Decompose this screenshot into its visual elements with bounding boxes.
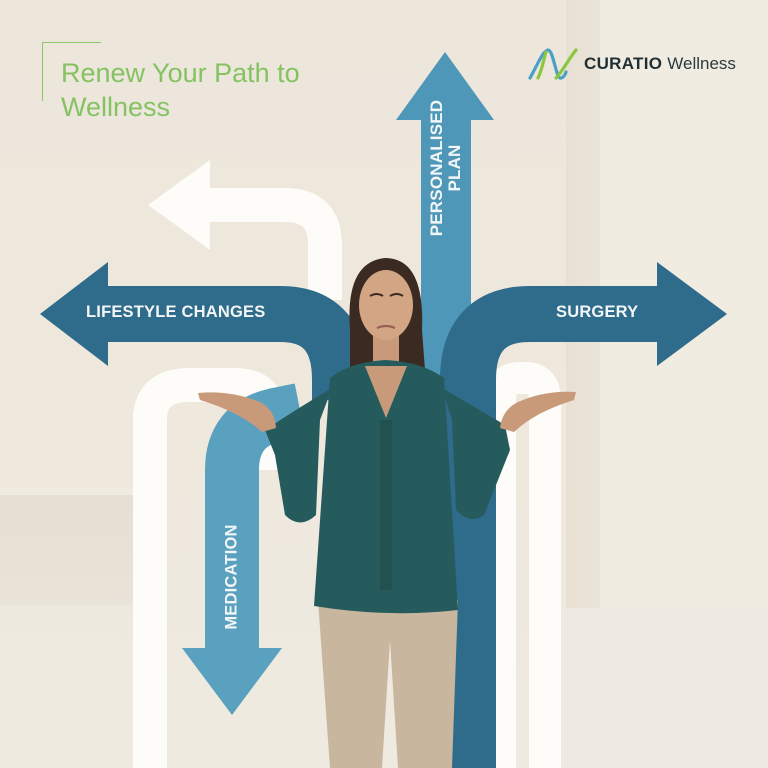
surgery-arrow-icon xyxy=(440,262,727,768)
lifestyle-changes-label: LIFESTYLE CHANGES xyxy=(86,303,266,321)
page-title: Renew Your Path to Wellness xyxy=(61,56,361,124)
background-floor xyxy=(560,608,768,768)
personalised-plan-line-1: PERSONALISED xyxy=(427,99,446,237)
logo-brand-name: CURATIO xyxy=(584,54,663,73)
medication-label: MEDICATION xyxy=(222,524,241,630)
dna-helix-icon xyxy=(528,48,578,80)
white-path-arch-right xyxy=(484,362,561,768)
personalised-plan-label: PERSONALISED PLAN xyxy=(427,99,464,237)
background-ledge-top xyxy=(0,488,150,498)
logo-subtitle: Wellness xyxy=(667,54,736,73)
title-line-2: Wellness xyxy=(61,92,171,122)
background-ledge xyxy=(0,495,150,605)
title-line-1: Renew Your Path to xyxy=(61,58,300,88)
white-arrow-left-icon xyxy=(148,160,342,300)
personalised-plan-line-2: PLAN xyxy=(445,144,464,192)
surgery-label: SURGERY xyxy=(556,303,639,321)
title-frame-accent xyxy=(42,42,101,101)
person-illustration xyxy=(198,258,576,768)
